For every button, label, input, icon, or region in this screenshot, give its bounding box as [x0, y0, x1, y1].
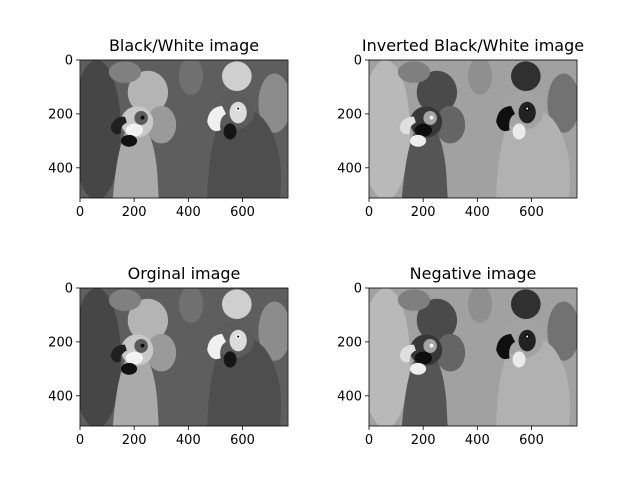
image-plot-area: 0 200 400 600 0 200 400 — [48, 282, 289, 448]
panel-title: Black/White image — [109, 36, 259, 55]
x-tick-label: 0 — [365, 433, 373, 448]
x-tick-label: 0 — [76, 433, 84, 448]
axes-frame — [79, 287, 289, 427]
x-tick-label: 200 — [122, 433, 147, 448]
image-plot-area: 0 200 400 600 0 200 400 — [337, 54, 578, 220]
y-tick-label: 400 — [48, 161, 73, 176]
panel-inverted-black-white: Inverted Black/White image 0 200 400 600 0 20… — [337, 36, 584, 220]
x-tick-label: 400 — [176, 433, 201, 448]
panel-title: Negative image — [410, 264, 537, 283]
image — [80, 288, 288, 426]
y-tick-label: 200 — [48, 335, 73, 350]
y-tick-label: 0 — [354, 282, 362, 297]
y-tick-label: 200 — [337, 107, 362, 122]
x-tick-label: 0 — [76, 205, 84, 220]
panel-black-white: Black/White image 0 200 400 600 0 200 400 — [48, 36, 289, 220]
x-tick-label: 400 — [465, 205, 490, 220]
x-tick-label: 600 — [230, 205, 255, 220]
panel-original: Orginal image 0 200 400 600 0 200 400 — [48, 264, 289, 448]
panel-title: Orginal image — [128, 264, 241, 283]
y-tick-label: 200 — [48, 107, 73, 122]
y-tick-label: 400 — [48, 389, 73, 404]
x-tick-label: 200 — [122, 205, 147, 220]
x-tick-label: 600 — [519, 433, 544, 448]
x-tick-label: 600 — [230, 433, 255, 448]
x-tick-label: 400 — [176, 205, 201, 220]
axes-frame — [368, 59, 578, 199]
axes-frame — [368, 287, 578, 427]
image-plot-area: 0 200 400 600 0 200 400 — [48, 54, 289, 220]
y-tick-label: 0 — [65, 54, 73, 69]
axes-frame — [79, 59, 289, 199]
image-plot-area: 0 200 400 600 0 200 400 — [337, 282, 578, 448]
panel-negative: Negative image 0 200 400 600 0 200 400 — [337, 264, 578, 448]
y-tick-label: 400 — [337, 161, 362, 176]
x-tick-label: 200 — [411, 433, 436, 448]
image — [369, 288, 577, 426]
y-tick-label: 400 — [337, 389, 362, 404]
y-tick-label: 0 — [65, 282, 73, 297]
x-tick-label: 400 — [465, 433, 490, 448]
image — [80, 60, 288, 198]
y-tick-label: 200 — [337, 335, 362, 350]
x-tick-label: 600 — [519, 205, 544, 220]
image — [369, 60, 577, 198]
x-tick-label: 200 — [411, 205, 436, 220]
panel-title: Inverted Black/White image — [362, 36, 584, 55]
x-tick-label: 0 — [365, 205, 373, 220]
y-tick-label: 0 — [354, 54, 362, 69]
